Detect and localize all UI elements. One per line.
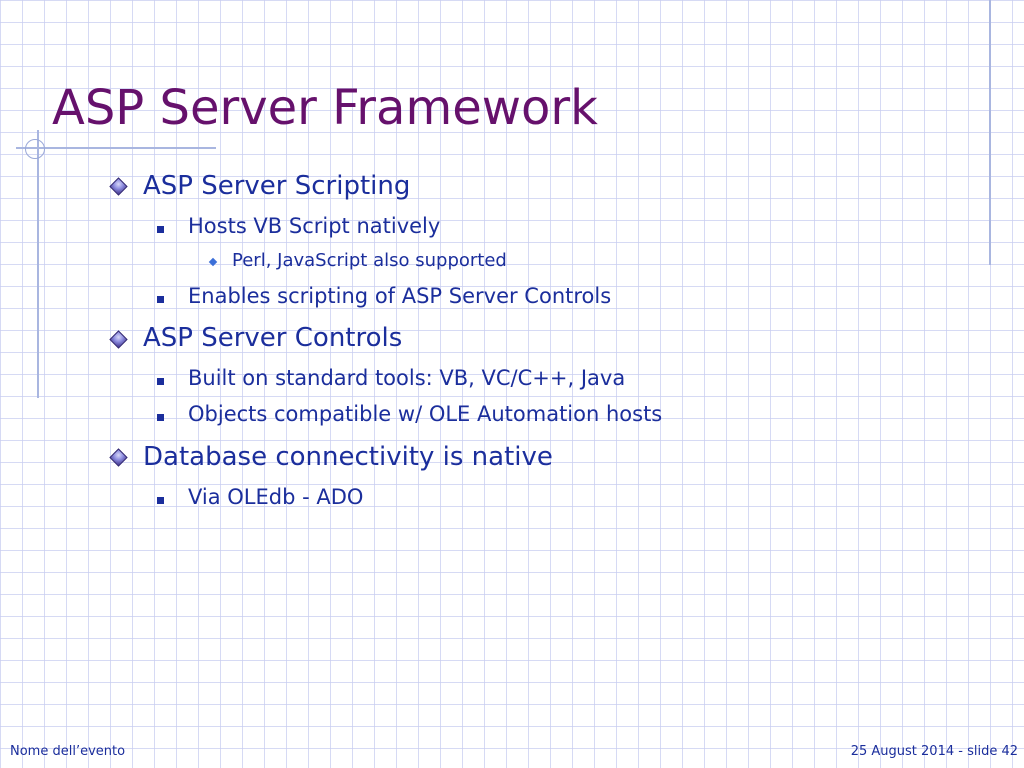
- footer-date-slide-number: 25 August 2014 - slide 42: [850, 744, 1018, 759]
- bullet-level2: Built on standard tools: VB, VC/C++, Jav…: [188, 366, 626, 390]
- square-bullet-icon: [157, 414, 164, 421]
- diamond-bullet-icon: [109, 330, 128, 349]
- footer-event-name: Nome dell’evento: [10, 744, 126, 759]
- square-bullet-icon: [157, 296, 164, 303]
- bullet-level1: ASP Server Controls: [143, 323, 403, 353]
- decorative-circle-icon: [25, 139, 45, 159]
- bullet-level1: ASP Server Scripting: [143, 171, 411, 201]
- bullet-level2: Objects compatible w/ OLE Automation hos…: [188, 402, 663, 426]
- bullet-level3: Perl, JavaScript also supported: [232, 250, 507, 271]
- diamond-bullet-icon: [109, 177, 128, 196]
- bullet-level2: Via OLEdb - ADO: [188, 485, 364, 509]
- decorative-vertical-line-left: [37, 130, 39, 398]
- bullet-level2: Enables scripting of ASP Server Controls: [188, 284, 612, 308]
- bullet-level1: Database connectivity is native: [143, 442, 553, 472]
- square-bullet-icon: [157, 497, 164, 504]
- decorative-vertical-line-right: [989, 0, 991, 265]
- bullet-level2: Hosts VB Script natively: [188, 214, 441, 238]
- square-bullet-icon: [157, 226, 164, 233]
- diamond-bullet-icon: [109, 448, 128, 467]
- slide-title: ASP Server Framework: [52, 80, 598, 136]
- decorative-horizontal-line: [16, 147, 216, 149]
- square-bullet-icon: [157, 378, 164, 385]
- small-diamond-bullet-icon: [208, 257, 218, 267]
